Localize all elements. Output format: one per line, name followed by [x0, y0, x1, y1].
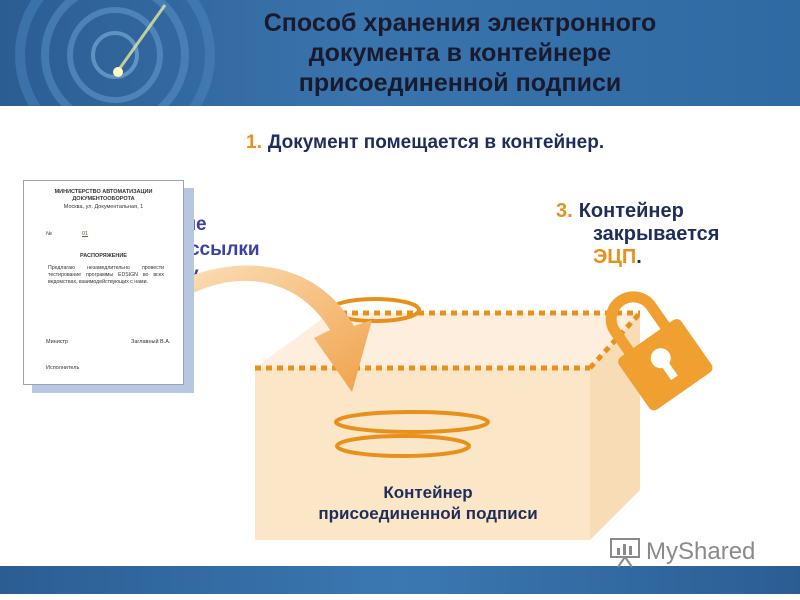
- step-3-ecp: ЭЦП: [593, 246, 636, 268]
- step-3-line-1: Контейнер: [579, 200, 684, 222]
- step-3: 3. Контейнер закрывается ЭЦП.: [556, 200, 719, 269]
- presentation-board-icon: [608, 536, 642, 568]
- step-3-number: 3.: [556, 200, 573, 222]
- document-number-label: №: [46, 231, 52, 237]
- box-top: [255, 313, 640, 368]
- footer-bar: [0, 566, 800, 594]
- document-number-value: 01: [82, 231, 88, 237]
- document-body: Предлагаю незамедлительно провести тести…: [48, 265, 164, 286]
- step-3-line-2: закрывается: [556, 223, 719, 246]
- document-ministry-line-1: МИНИСТЕРСТВО АВТОМАТИЗАЦИИ: [24, 189, 183, 196]
- document-address: Москва, ул. Документальная, 1: [24, 204, 183, 210]
- document-executor-label: Исполнитель: [46, 365, 79, 371]
- logo-text: MyShared: [646, 538, 755, 566]
- container-label: Контейнер присоединенной подписи: [258, 482, 598, 524]
- myshared-logo[interactable]: MyShared: [608, 536, 642, 566]
- order-document: МИНИСТЕРСТВО АВТОМАТИЗАЦИИ ДОКУМЕНТООБОР…: [23, 180, 184, 385]
- document-ministry-line-2: ДОКУМЕНТООБОРОТА: [24, 196, 183, 203]
- step-3-period: .: [636, 246, 642, 268]
- document-ministry: МИНИСТЕРСТВО АВТОМАТИЗАЦИИ ДОКУМЕНТООБОР…: [24, 189, 183, 203]
- document-order-title: РАСПОРЯЖЕНИЕ: [24, 253, 183, 259]
- container-label-line-1: Контейнер: [258, 482, 598, 503]
- document-minister-label: Министр: [46, 339, 68, 345]
- document-minister-name: Заглавный В.А.: [131, 339, 170, 345]
- container-label-line-2: присоединенной подписи: [258, 503, 598, 524]
- step-3-line-3: ЭЦП.: [556, 246, 719, 269]
